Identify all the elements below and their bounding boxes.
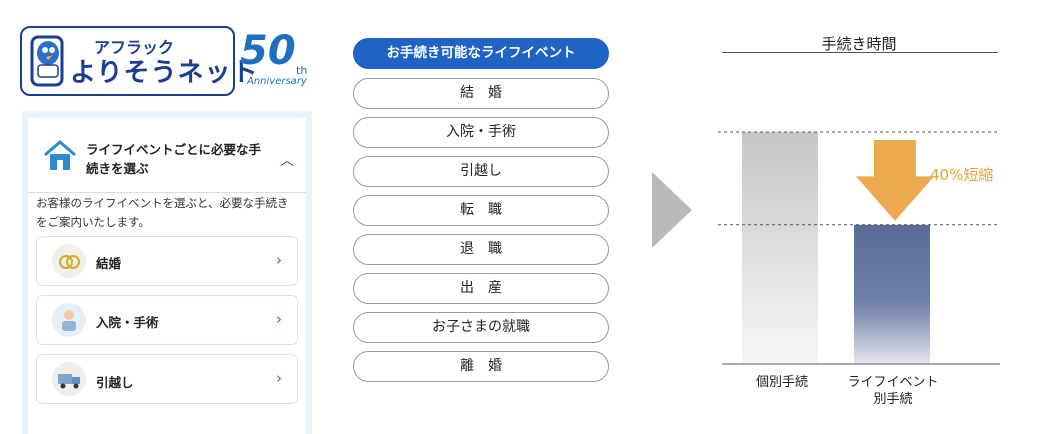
anniversary-suffix: th — [296, 64, 308, 77]
card-label: 結婚 — [96, 256, 122, 271]
life-event-item[interactable]: 結 婚 — [353, 78, 609, 109]
bar — [742, 132, 818, 364]
chevron-right-icon: › — [276, 251, 282, 269]
brand-name: よりそうネット — [70, 58, 259, 88]
life-event-item[interactable]: 転 職 — [353, 195, 609, 226]
accordion-title: ライフイベントごとに必要な手続きを選ぶ — [86, 142, 262, 176]
mascot-duck-icon — [30, 35, 64, 87]
chevron-right-icon: › — [276, 310, 282, 328]
brand-small-text: アフラック — [94, 38, 175, 57]
life-event-item[interactable]: 入院・手術 — [353, 117, 609, 148]
rings-icon — [52, 244, 86, 278]
chart-plot — [718, 131, 1000, 365]
house-icon — [44, 140, 76, 170]
life-event-item[interactable]: 退 職 — [353, 234, 609, 265]
chart-title-rule — [722, 52, 998, 53]
life-events-header: お手続き可能なライフイベント — [353, 38, 609, 69]
x-tick-label: ライフイベント 別手続 — [847, 375, 939, 407]
chevron-right-icon: › — [276, 369, 282, 387]
accordion-header[interactable] — [28, 118, 306, 193]
anniversary-number: 50 — [240, 28, 296, 74]
truck-icon — [52, 362, 86, 396]
flow-arrow-icon — [652, 172, 692, 248]
anniversary-text: Anniversary — [247, 76, 307, 87]
patient-icon — [52, 303, 86, 337]
life-event-item[interactable]: 離 婚 — [353, 351, 609, 382]
reduction-annotation: 40%短縮 — [930, 166, 994, 184]
bar — [854, 224, 930, 364]
x-tick-label: 個別手続 — [755, 375, 808, 390]
card-label: 入院・手術 — [96, 315, 159, 330]
accordion-description: お客様のライフイベントを選ぶと、必要な手続きをご案内いたします。 — [36, 196, 289, 229]
life-event-item[interactable]: 引越し — [353, 156, 609, 187]
card-label: 引越し — [96, 375, 134, 390]
chevron-up-icon[interactable]: ︿ — [280, 153, 294, 169]
life-event-item[interactable]: 出 産 — [353, 273, 609, 304]
down-arrow-icon — [856, 140, 934, 221]
chart-title: 手続き時間 — [821, 35, 897, 53]
life-event-item[interactable]: お子さまの就職 — [353, 312, 609, 343]
